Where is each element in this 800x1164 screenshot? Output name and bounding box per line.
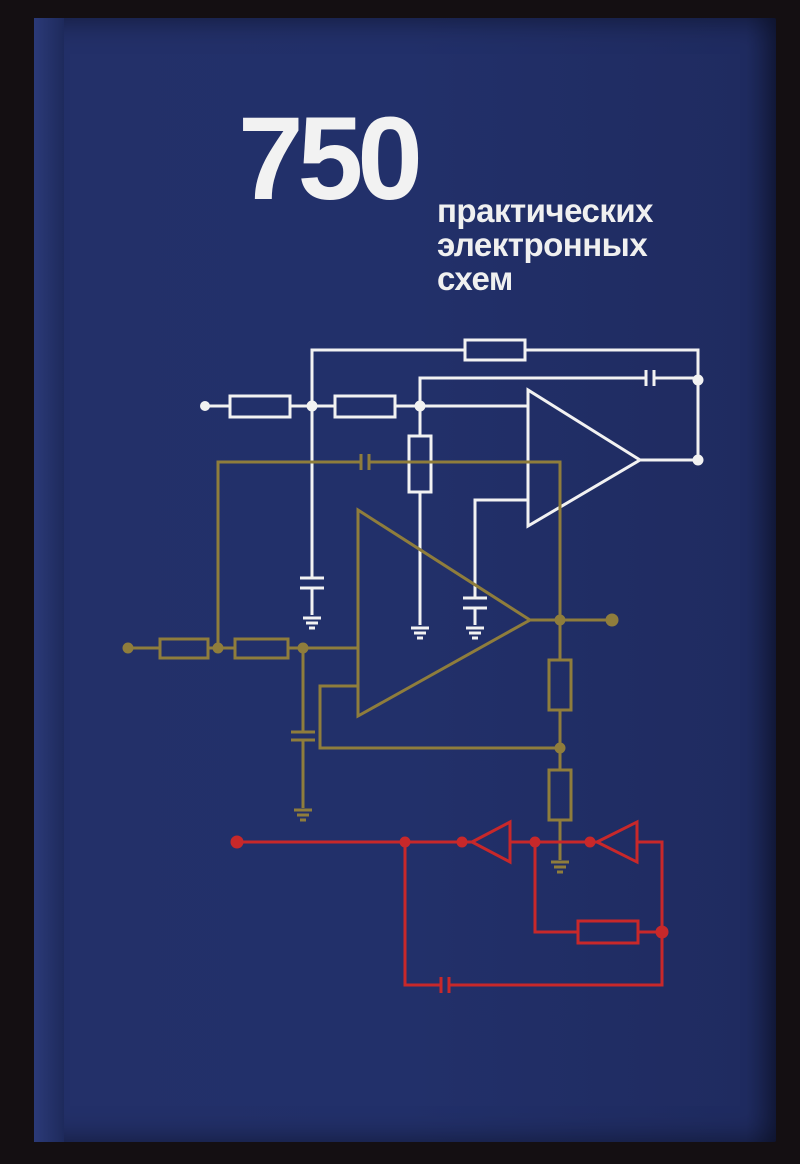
title-number: 750 [238,93,423,225]
resistor-icon [158,637,210,660]
capacitor-icon [439,977,451,993]
title-line-1: практических [437,192,654,229]
olive-circuit [122,454,619,874]
title-line-2: электронных [437,226,648,263]
opamp-icon [526,387,643,529]
resistor-icon [463,338,527,362]
white-circuit [200,338,704,640]
resistor-icon [407,434,433,494]
resistor-icon [547,658,573,712]
buffer-icon [593,819,639,865]
red-circuit [230,819,669,993]
resistor-icon [233,637,290,660]
resistor-icon [333,394,397,419]
book-spine-edge [34,18,64,1142]
resistor-icon [228,394,292,419]
resistor-icon [576,919,640,945]
resistor-icon [547,768,573,822]
title-text: практических электронных схем [437,192,654,297]
title-line-3: схем [437,260,513,297]
buffer-icon [468,819,512,865]
opamp-icon [356,507,533,719]
capacitor-icon [359,454,371,470]
capacitor-icon [644,370,656,386]
